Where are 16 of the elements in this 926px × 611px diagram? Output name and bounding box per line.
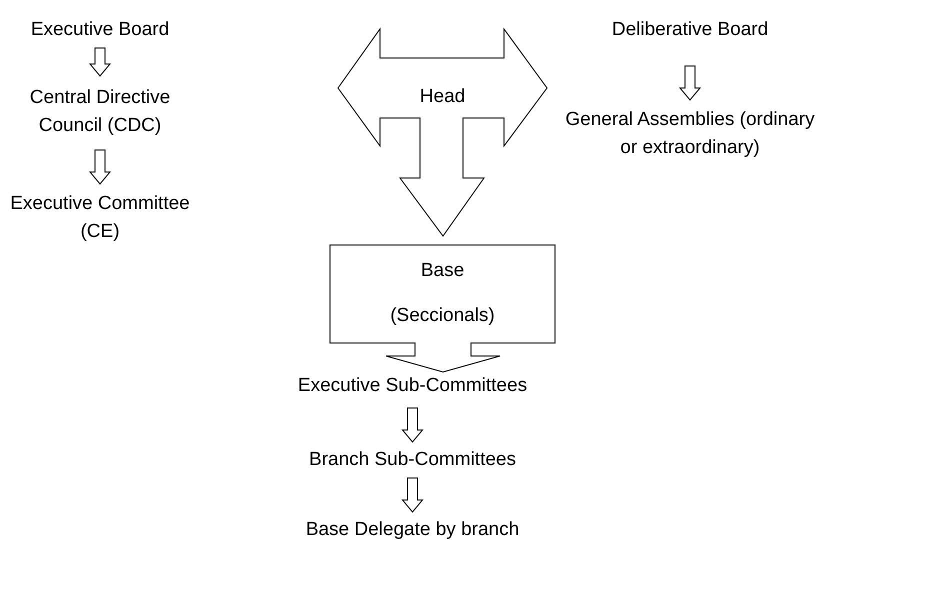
hollow-block-arrow (88, 48, 112, 77)
node-label: Head (420, 85, 466, 109)
node-label: Central Directive Council (CDC) (28, 86, 172, 138)
node-label: Executive Committee (CE) (9, 192, 191, 244)
hollow-block-arrow (401, 408, 424, 443)
node-label: (Seccionals) (390, 304, 495, 328)
node-label: Executive Board (30, 18, 170, 42)
hollow-block-arrow (88, 150, 112, 185)
node-label: Deliberative Board (612, 18, 768, 42)
hollow-block-arrow (678, 66, 702, 101)
hollow-block-arrow (401, 478, 424, 513)
node-label: Base (420, 259, 464, 284)
node-label: Base Delegate by branch (306, 518, 520, 542)
node-label: Branch Sub-Committees (309, 448, 516, 472)
node-label: Executive Sub-Committees (298, 374, 528, 398)
node-label: General Assemblies (ordinary or extraordinary) (564, 108, 816, 160)
